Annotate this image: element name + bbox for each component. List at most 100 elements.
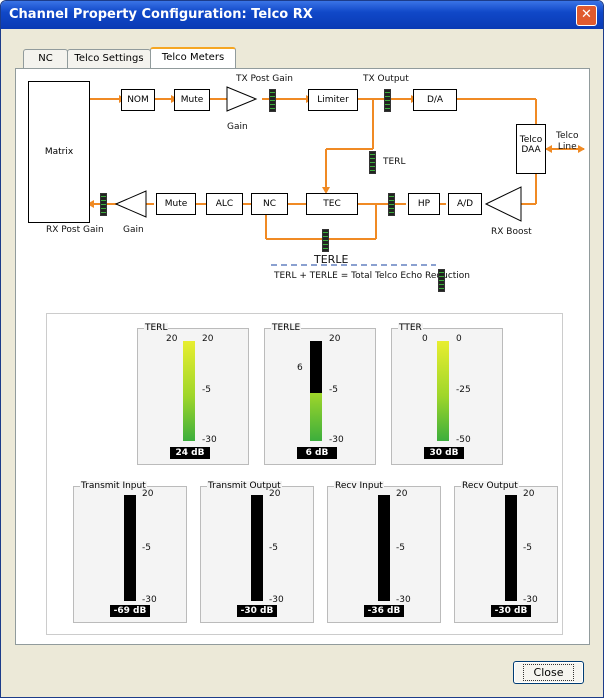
recv-output-scale-mid: -5: [523, 543, 532, 553]
recv-input-title: Recv Input: [334, 481, 384, 491]
tx-output-label: TX Output: [363, 74, 409, 84]
telco-line-line2: Line: [557, 142, 577, 152]
terl-scale-bottom: -30: [202, 435, 217, 445]
transmit-input-scale-top: 20: [142, 489, 154, 499]
terle-level-fill: [310, 393, 322, 441]
terle-level-bar: [310, 341, 322, 441]
tx-post-gain-meter: [269, 89, 276, 112]
gain-bottom-label: Gain: [123, 225, 144, 235]
terl-meter-panel: TERL 20 20 -5 -30 24 dB: [137, 323, 249, 465]
tab-nc[interactable]: NC: [23, 49, 68, 69]
terl-meter-title: TERL: [144, 323, 169, 333]
mute-bottom-block: Mute: [156, 193, 196, 215]
terle-value: 6 dB: [297, 447, 337, 459]
tab-panel: Matrix NOM Mute Gain TX Post Gain Limite…: [15, 68, 590, 645]
hp-input-meter: [388, 193, 395, 216]
terle-meter-panel: TERLE 6 20 -5 -30 6 dB: [264, 323, 376, 465]
rx-post-gain-label: RX Post Gain: [46, 225, 104, 235]
limiter-block: Limiter: [308, 89, 358, 111]
terle-scale-top: 20: [329, 334, 341, 344]
transmit-output-panel: Transmit Output 20 -5 -30 -30 dB: [200, 481, 314, 623]
terle-scale-extra: 6: [297, 363, 303, 373]
echo-reduction-equation: TERL + TERLE = Total Telco Echo Reductio…: [274, 271, 471, 281]
nom-block: NOM: [121, 89, 155, 111]
terl-meter: [369, 151, 376, 174]
title-bar[interactable]: Channel Property Configuration: Telco RX…: [1, 1, 603, 29]
terle-scale-bottom: -30: [329, 435, 344, 445]
transmit-input-scale-mid: -5: [142, 543, 151, 553]
rx-boost-label: RX Boost: [491, 227, 532, 237]
hp-block: HP: [408, 193, 440, 215]
ad-block: A/D: [448, 193, 482, 215]
terl-scale-mid: -5: [202, 385, 211, 395]
terl-level-bar: [183, 341, 195, 441]
telco-line-label: Telco Line: [556, 131, 578, 153]
transmit-output-bar: [251, 495, 263, 601]
window-title: Channel Property Configuration: Telco RX: [9, 7, 313, 22]
close-button[interactable]: Close: [513, 661, 584, 684]
meters-group: TERL 20 20 -5 -30 24 dB TERLE 6 20 -5 -3…: [46, 313, 563, 635]
close-icon[interactable]: ✕: [576, 5, 597, 26]
nc-block: NC: [251, 193, 288, 215]
tx-output-meter: [384, 89, 391, 112]
transmit-input-panel: Transmit Input 20 -5 -30 -69 dB: [73, 481, 187, 623]
terl-scale-top: 20: [166, 334, 178, 344]
tab-telco-settings[interactable]: Telco Settings: [67, 49, 151, 69]
terl-level-fill: [183, 341, 195, 441]
recv-output-title: Recv Output: [461, 481, 519, 491]
terle-meter: [322, 229, 329, 252]
recv-output-value: -30 dB: [491, 605, 531, 617]
transmit-output-scale-mid: -5: [269, 543, 278, 553]
total-echo-meter: [438, 269, 445, 292]
recv-input-bar: [378, 495, 390, 601]
signal-flow-diagram: Matrix NOM Mute Gain TX Post Gain Limite…: [16, 69, 589, 299]
telco-daa-line1: Telco: [519, 135, 543, 145]
recv-output-scale-bottom: -30: [523, 595, 538, 605]
tter-scale-mid: -25: [456, 385, 471, 395]
rx-post-gain-meter: [100, 193, 107, 216]
tab-telco-meters[interactable]: Telco Meters: [150, 47, 236, 70]
telco-daa-line2: DAA: [521, 145, 541, 155]
close-button-label: Close: [522, 664, 575, 681]
telco-line-line1: Telco: [556, 131, 579, 141]
tter-level-bar: [437, 341, 449, 441]
tter-meter-panel: TTER 0 0 -25 -50 30 dB: [391, 323, 503, 465]
mute-top-block: Mute: [174, 89, 210, 111]
transmit-input-title: Transmit Input: [80, 481, 147, 491]
recv-output-bar: [505, 495, 517, 601]
transmit-output-title: Transmit Output: [207, 481, 282, 491]
diagram-wires: [87, 86, 585, 266]
tter-scale-bottom: -50: [456, 435, 471, 445]
da-block: D/A: [413, 89, 457, 111]
tec-block: TEC: [306, 193, 358, 215]
recv-input-scale-mid: -5: [396, 543, 405, 553]
terl-value: 24 dB: [170, 447, 210, 459]
tter-level-fill: [437, 341, 449, 441]
terl-scale-top-right: 20: [202, 334, 214, 344]
recv-output-panel: Recv Output 20 -5 -30 -30 dB: [454, 481, 558, 623]
gain-top-label: Gain: [227, 122, 248, 132]
transmit-output-scale-top: 20: [269, 489, 281, 499]
recv-input-value: -36 dB: [364, 605, 404, 617]
terl-label: TERL: [383, 157, 406, 167]
recv-output-scale-top: 20: [523, 489, 535, 499]
recv-input-scale-top: 20: [396, 489, 408, 499]
tter-meter-title: TTER: [398, 323, 423, 333]
tter-scale-top: 0: [456, 334, 462, 344]
telco-daa-block: Telco DAA: [516, 124, 546, 174]
tter-scale-top-left: 0: [422, 334, 428, 344]
transmit-input-bar: [124, 495, 136, 601]
terle-meter-title: TERLE: [271, 323, 302, 333]
transmit-input-value: -69 dB: [110, 605, 150, 617]
recv-input-scale-bottom: -30: [396, 595, 411, 605]
alc-block: ALC: [206, 193, 243, 215]
transmit-input-scale-bottom: -30: [142, 595, 157, 605]
tx-post-gain-label: TX Post Gain: [236, 74, 293, 84]
matrix-block: Matrix: [28, 81, 90, 223]
transmit-output-value: -30 dB: [237, 605, 277, 617]
tter-value: 30 dB: [424, 447, 464, 459]
recv-input-panel: Recv Input 20 -5 -30 -36 dB: [327, 481, 441, 623]
transmit-output-scale-bottom: -30: [269, 595, 284, 605]
terle-scale-mid: -5: [329, 385, 338, 395]
